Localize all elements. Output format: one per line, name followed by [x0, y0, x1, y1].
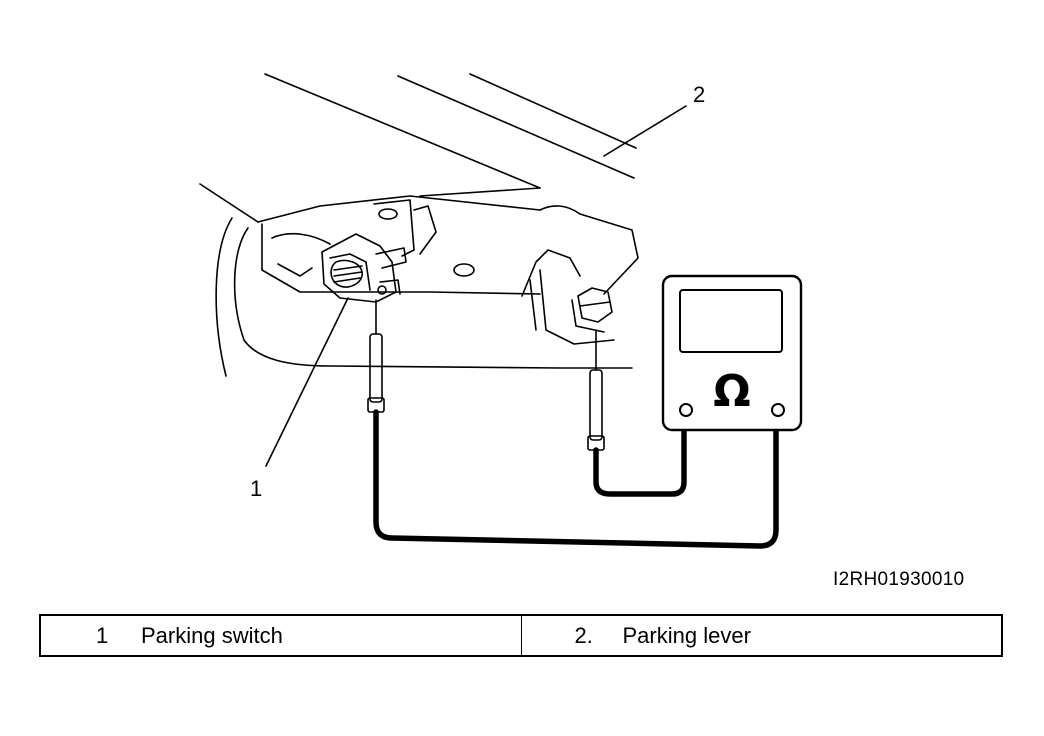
ohmmeter: Ω — [661, 274, 803, 432]
body-panel-lines — [199, 73, 637, 223]
parking-lever-bolt — [571, 287, 613, 333]
legend-number: 2. — [574, 622, 593, 648]
legend-item-parking-lever: 2. Parking lever — [520, 616, 1002, 655]
figure-id: I2RH01930010 — [833, 569, 965, 590]
parking-switch-diagram: Ω — [199, 73, 803, 549]
ohm-symbol: Ω — [713, 366, 750, 417]
test-lead-1 — [373, 409, 779, 549]
legend-item-parking-switch: 1 Parking switch — [41, 616, 521, 655]
legend-number: 1 — [96, 622, 109, 648]
test-probe-1 — [367, 299, 385, 413]
ohmmeter-terminal-left — [679, 403, 693, 417]
legend-table: 1 Parking switch 2. Parking lever — [39, 614, 1003, 657]
ohmmeter-terminal-right — [771, 403, 785, 417]
legend-label: Parking lever — [622, 622, 751, 648]
legend-label: Parking switch — [141, 622, 283, 648]
callout-number-2: 2 — [693, 82, 706, 107]
callout-number-1: 1 — [250, 476, 263, 501]
vehicle-body-outline — [215, 195, 639, 377]
leader-line-2 — [603, 105, 687, 157]
test-lead-2 — [593, 421, 687, 497]
test-probe-2 — [587, 329, 605, 451]
parking-switch — [321, 233, 407, 303]
ohmmeter-display — [679, 289, 783, 353]
leader-line-1 — [265, 297, 349, 467]
